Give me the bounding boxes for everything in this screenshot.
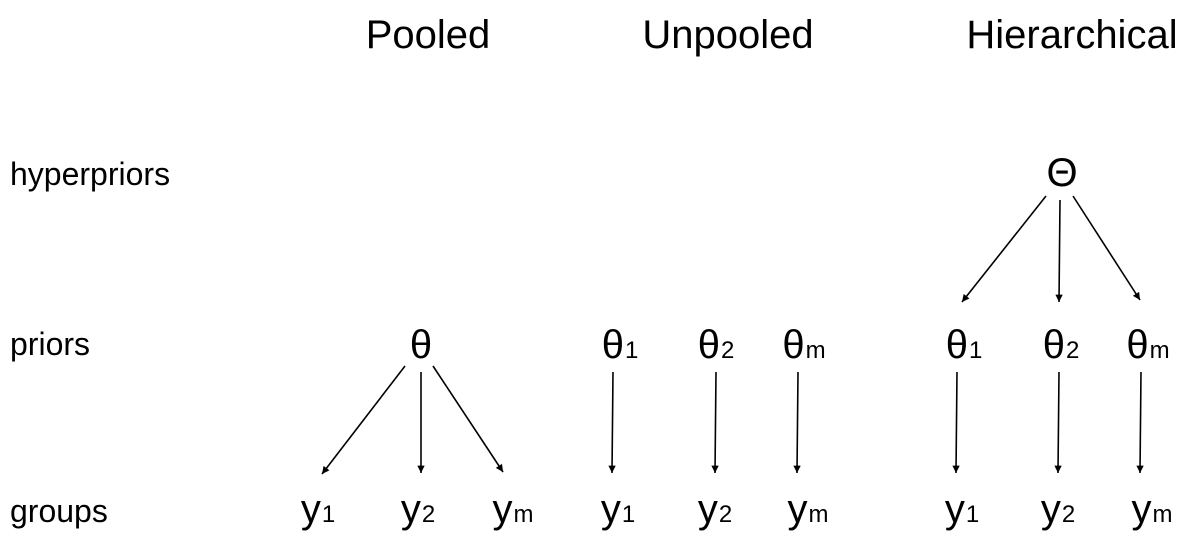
hierarchical-prior-node-1: θ1 (946, 323, 983, 367)
unpooled-arrow-2 (711, 371, 719, 474)
unpooled-arrow-1 (608, 371, 616, 474)
hierarchical-group-node-2: y2 (1041, 487, 1075, 531)
unpooled-arrows (608, 371, 801, 474)
unpooled-group-node-m: ym (788, 487, 829, 531)
hyperprior-arrow-2 (1055, 199, 1063, 303)
hyperprior-arrow-m (1072, 195, 1141, 301)
priors-label: priors (10, 326, 90, 362)
unpooled-arrow-m (793, 371, 801, 474)
unpooled-group-node-1: y1 (601, 487, 635, 531)
pooled-group-node-2: y2 (401, 487, 435, 531)
unpooled-prior-node-m: θm (782, 323, 825, 367)
hierarchical-group-node-m: ym (1132, 487, 1173, 531)
hierarchical-prior-node-2: θ2 (1043, 323, 1080, 367)
hierarchical-group-node-1: y1 (945, 487, 979, 531)
pooled-prior-node: θ (410, 323, 432, 367)
hierarchical-title: Hierarchical (966, 13, 1177, 57)
pooled-arrow-1 (321, 365, 406, 475)
hierarchical-arrow-1 (952, 371, 960, 474)
hierarchical-hyperprior-node: Θ (1046, 151, 1077, 195)
pooled-arrow-m (432, 365, 504, 473)
pooled-group-node-1: y1 (301, 487, 335, 531)
unpooled-prior-node-2: θ2 (698, 323, 735, 367)
hierarchical-arrow-m (1136, 371, 1144, 474)
hyperprior-arrow-1 (961, 195, 1047, 303)
pooled-arrows (321, 365, 504, 475)
unpooled-group-node-2: y2 (698, 487, 732, 531)
pooled-title: Pooled (366, 13, 491, 57)
hyperpriors-label: hyperpriors (10, 156, 170, 192)
hierarchical-arrow-2 (1054, 371, 1062, 474)
unpooled-title: Unpooled (642, 13, 813, 57)
hierarchical-prior-node-m: θm (1126, 323, 1169, 367)
unpooled-prior-node-1: θ1 (602, 323, 639, 367)
pooled-group-node-m: ym (493, 487, 534, 531)
hierarchical-arrows (952, 195, 1144, 474)
groups-label: groups (10, 493, 108, 529)
